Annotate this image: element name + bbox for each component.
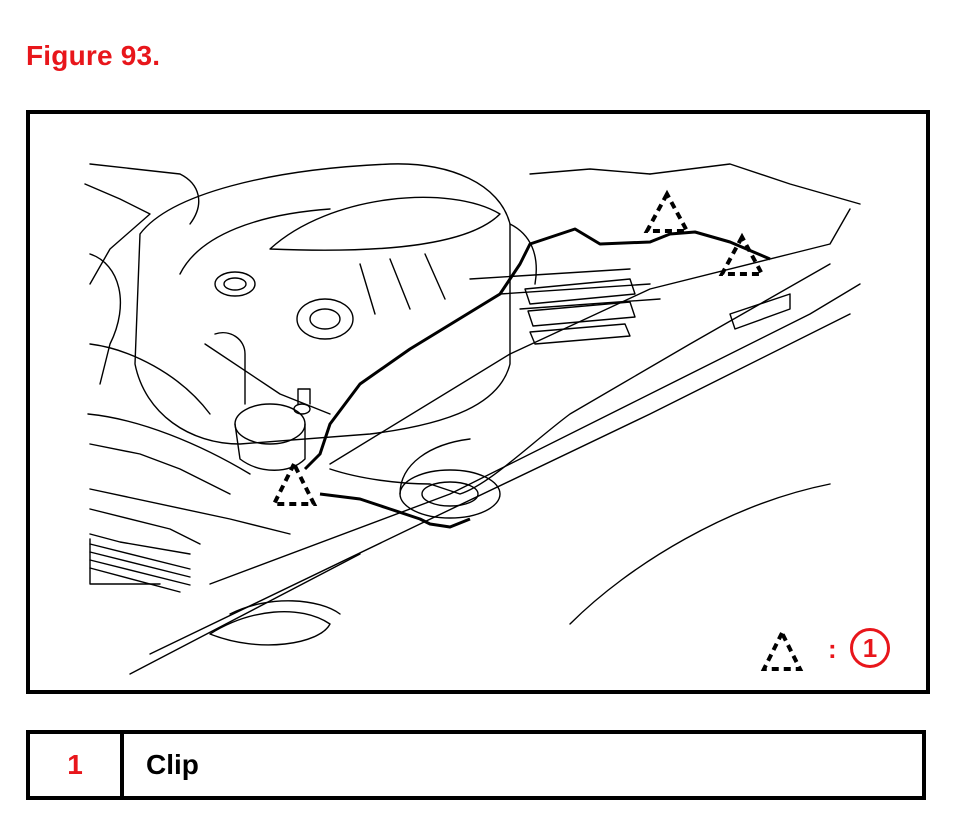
- engine-bay-illustration: [84, 163, 861, 675]
- emblem-outline: [214, 271, 256, 297]
- figure-title: Figure 93.: [26, 40, 161, 71]
- legend-separator: :: [828, 634, 837, 664]
- wiring-harness: [303, 227, 771, 471]
- legend-dashed-triangle-icon: [760, 628, 804, 671]
- table-row: 1 Clip: [26, 730, 926, 800]
- vent-slot-1: [524, 278, 636, 305]
- part-description: Clip: [120, 730, 926, 800]
- clip-marker-2: [718, 232, 766, 276]
- vent-slot-3: [529, 323, 631, 345]
- part-number: 1: [26, 730, 124, 800]
- parts-table: 1 Clip: [26, 730, 926, 800]
- hood-edge-line: [149, 313, 851, 655]
- engine-cover-ridge: [269, 196, 501, 251]
- figure-illustration-frame: [26, 110, 930, 694]
- engine-cover-outline: [134, 163, 511, 445]
- vent-slot-2: [527, 301, 636, 327]
- clip-marker-3: [270, 459, 318, 506]
- wiring-harness-branch: [319, 492, 471, 529]
- oil-cap-outline: [296, 298, 354, 340]
- legend-number-badge: 1: [850, 628, 890, 668]
- clip-marker-1: [643, 189, 691, 233]
